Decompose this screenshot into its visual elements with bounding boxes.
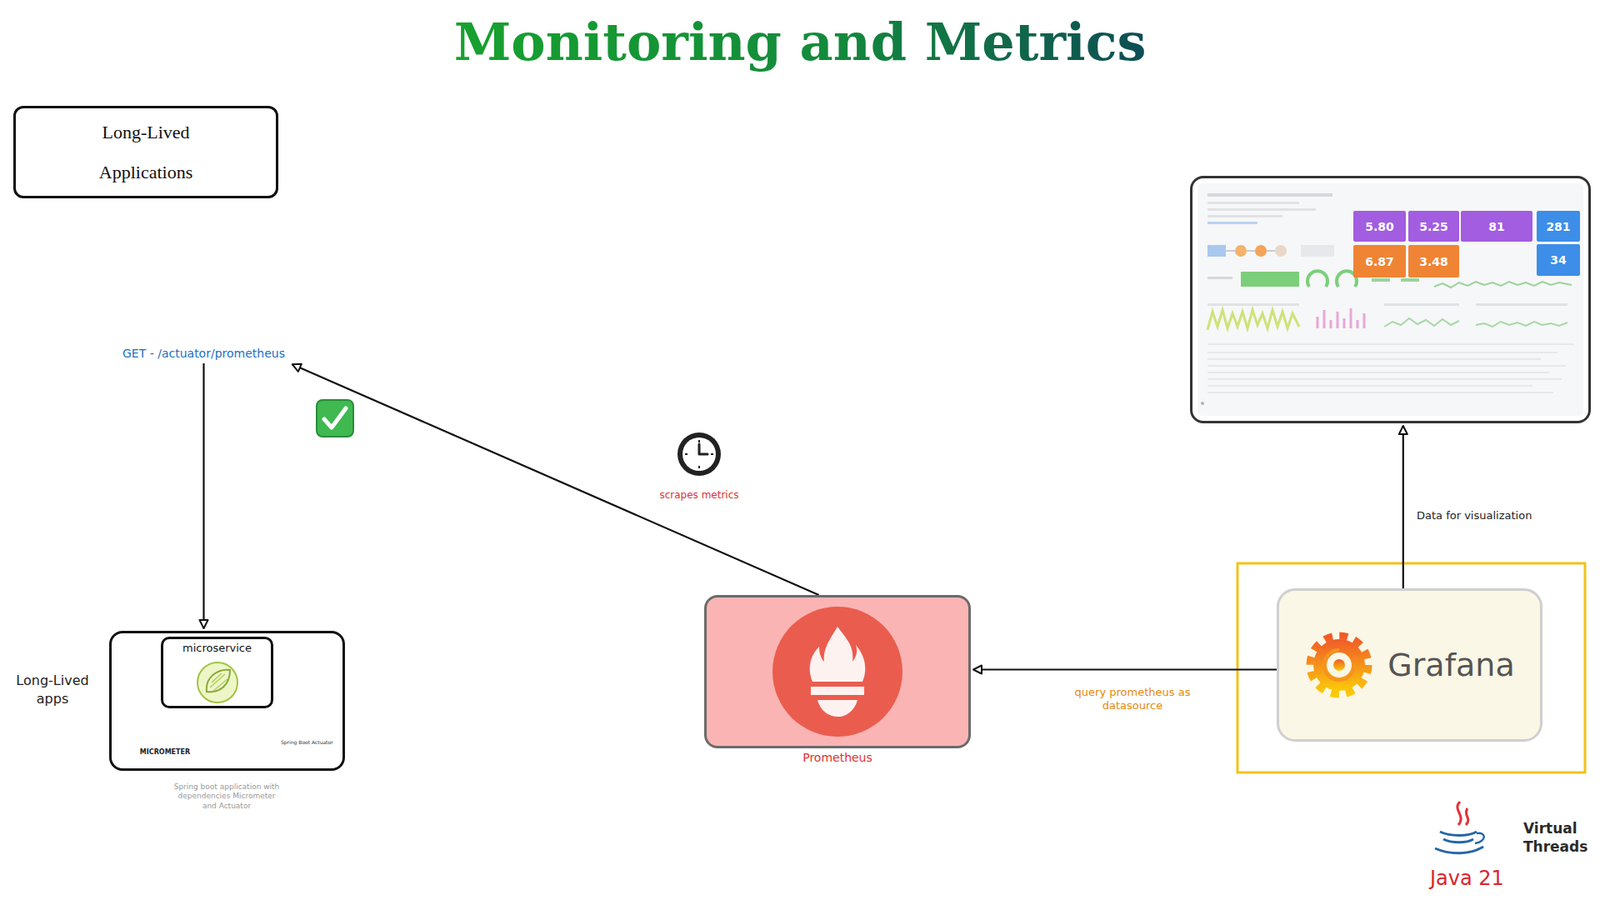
metric-tile: 5.25 <box>1408 210 1460 242</box>
library-name: MICROMETER <box>131 748 199 756</box>
group-title: Long-Lived Applications <box>83 112 209 193</box>
metric-value: 81 <box>1488 220 1505 234</box>
connector <box>1402 425 1405 589</box>
metric-value: 5.25 <box>1419 220 1449 234</box>
note-text: Spring boot application with dependencie… <box>170 782 284 811</box>
application-title: Long-Lived apps <box>8 671 97 708</box>
prometheus-box: Prometheus <box>704 595 971 749</box>
connector <box>973 668 1277 670</box>
badge-text: Java 21 <box>1430 866 1505 890</box>
group-box: Long-Lived Applications <box>13 105 279 199</box>
clock-icon <box>677 432 721 476</box>
connector <box>292 364 820 595</box>
endpoint-label: GET - /actuator/prometheus <box>117 342 290 364</box>
grafana-name: Grafana <box>1387 646 1515 684</box>
service-box: microservice <box>160 636 274 709</box>
badge-text: Virtual Threads <box>1523 819 1594 856</box>
metric-value: 5.80 <box>1365 220 1395 234</box>
service-title: microservice <box>163 641 271 655</box>
grafana-logo <box>1304 630 1375 700</box>
metric-tile: 6.87 <box>1353 245 1406 278</box>
check-icon <box>316 400 354 437</box>
metric-tile: 5.80 <box>1353 210 1406 242</box>
metric-tile: 281 <box>1536 210 1580 242</box>
metric-value: 3.48 <box>1419 255 1449 269</box>
edge-label: scrapes metrics <box>656 488 741 502</box>
metric-value: 281 <box>1545 220 1570 234</box>
dashboard-panel: 5.80 5.25 81 281 6.87 3.48 34 <box>1190 175 1591 424</box>
library-name: Spring Boot Actuator <box>280 739 334 745</box>
diagram-title: Monitoring and Metrics <box>0 11 1600 73</box>
grafana-box: Grafana <box>1276 588 1543 742</box>
metric-value: 6.87 <box>1365 255 1395 269</box>
title-text: Monitoring and Metrics <box>454 11 1147 73</box>
metric-tile: 3.48 <box>1408 245 1460 278</box>
highlight-frame <box>1237 563 1585 773</box>
java-logo <box>1435 801 1485 854</box>
prometheus-logo <box>770 605 905 739</box>
metric-tile: 81 <box>1460 210 1533 242</box>
metric-tile: 34 <box>1536 244 1580 276</box>
prometheus-name: Prometheus <box>706 750 969 765</box>
metric-value: 34 <box>1550 253 1566 267</box>
edge-label: Data for visualization <box>1414 508 1535 523</box>
connector <box>202 363 205 629</box>
endpoint-text: GET - /actuator/prometheus <box>122 346 285 360</box>
edge-label: query prometheus as datasource <box>1067 685 1198 713</box>
